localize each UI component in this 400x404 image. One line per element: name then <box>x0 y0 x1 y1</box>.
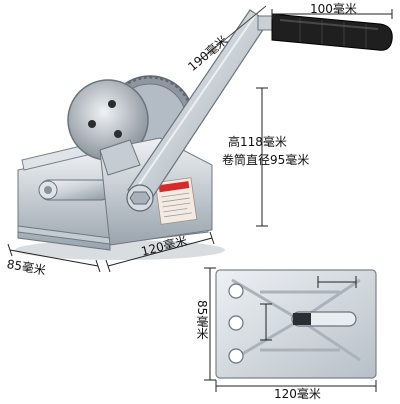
dim-arm-length <box>199 5 267 61</box>
plate-dimension-lines <box>204 267 377 392</box>
shaft-bolt <box>44 186 52 194</box>
plate-hole <box>228 315 244 331</box>
label-plate-width: 120毫米 <box>272 387 323 401</box>
plate-hole <box>228 283 244 299</box>
flange-hole <box>108 100 116 108</box>
plate-inner-dims <box>260 276 357 341</box>
handle-grip <box>271 13 393 51</box>
dimension-lines <box>7 5 393 273</box>
plate-hole <box>228 348 244 364</box>
flange-hole <box>88 120 96 128</box>
drum-flange <box>67 79 149 161</box>
plate-slot-dark <box>293 313 311 325</box>
winch <box>15 9 393 260</box>
pawl <box>99 139 141 176</box>
flange-hole <box>114 130 122 138</box>
label-handle-length: 100毫米 <box>310 2 357 16</box>
dim-width <box>107 237 213 267</box>
label-plate-height: 85毫米 <box>195 300 209 340</box>
label-drum-diameter: 卷筒直径95毫米 <box>222 153 310 167</box>
dim-depth <box>9 249 99 267</box>
warning-label-header <box>158 181 190 193</box>
crank-arm-highlight <box>133 13 257 193</box>
base-plate <box>215 269 377 379</box>
hex-nut <box>129 191 151 205</box>
label-height: 高118毫米 <box>228 135 287 149</box>
grip-ridges <box>299 18 367 48</box>
grip-highlight <box>279 19 379 30</box>
winch-shadow <box>15 240 225 260</box>
warning-label-lines <box>161 192 192 218</box>
